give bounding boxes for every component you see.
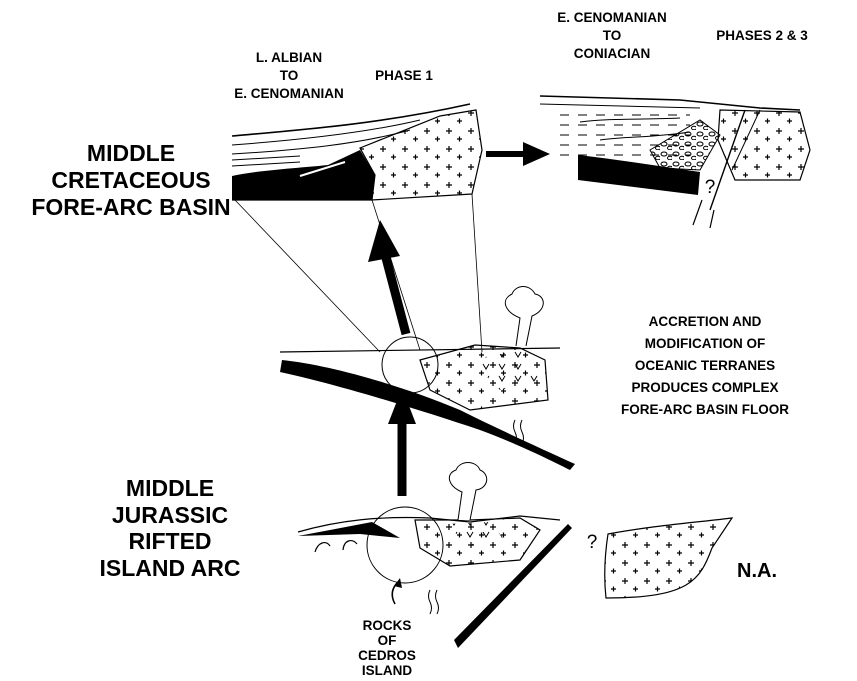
- phase1-label: PHASE 1: [375, 68, 433, 83]
- lower-left-label-line3: RIFTED: [128, 528, 211, 554]
- cedros-label: ROCKS OF CEDROS ISLAND: [358, 618, 416, 678]
- accretion-note-line5: FORE-ARC BASIN FLOOR: [621, 402, 789, 417]
- phase23-label: PHASES 2 & 3: [716, 28, 808, 43]
- upper-left-label-line2: CRETACEOUS: [51, 167, 210, 193]
- phase23-age-line3: CONIACIAN: [574, 46, 651, 61]
- phase1-age-line1: L. ALBIAN: [256, 50, 322, 65]
- accretion-note-line2: MODIFICATION OF: [645, 336, 766, 351]
- lower-left-label-line1: MIDDLE: [126, 475, 214, 501]
- phase1-age-line3: E. CENOMANIAN: [234, 86, 344, 101]
- phase23-fault-question-mark: ?: [705, 177, 716, 198]
- arrow-phase1-to-phase23: [486, 142, 550, 166]
- accretion-note: ACCRETION AND MODIFICATION OF OCEANIC TE…: [621, 314, 789, 417]
- lower-left-label-line4: ISLAND ARC: [100, 555, 241, 581]
- phase1-age-line2: TO: [280, 68, 299, 83]
- north-america-label: N.A.: [737, 560, 777, 582]
- phase23-age-label: E. CENOMANIAN TO CONIACIAN PHASES 2 & 3: [557, 10, 808, 61]
- accretion-note-line4: PRODUCES COMPLEX: [631, 380, 778, 395]
- upper-left-label-line3: FORE-ARC BASIN: [31, 194, 230, 220]
- phase23-section: [540, 96, 810, 228]
- accretion-note-line3: OCEANIC TERRANES: [635, 358, 775, 373]
- phase23-age-line1: E. CENOMANIAN: [557, 10, 667, 25]
- upper-left-label-line1: MIDDLE: [87, 140, 175, 166]
- jurassic-gap-question-mark: ?: [587, 532, 598, 553]
- arrow-middle-to-upper: [368, 220, 406, 334]
- cedros-label-line3: CEDROS: [358, 648, 416, 663]
- phase1-age-label: L. ALBIAN TO E. CENOMANIAN PHASE 1: [234, 50, 433, 101]
- lower-left-label: MIDDLE JURASSIC RIFTED ISLAND ARC: [100, 475, 241, 581]
- upper-left-label: MIDDLE CRETACEOUS FORE-ARC BASIN: [31, 140, 230, 220]
- phase1-section: [232, 104, 482, 200]
- cedros-label-line4: ISLAND: [362, 663, 413, 678]
- cedros-label-line1: ROCKS: [363, 618, 412, 633]
- accretion-note-line1: ACCRETION AND: [649, 314, 762, 329]
- cedros-label-line2: OF: [378, 633, 397, 648]
- phase23-age-line2: TO: [603, 28, 622, 43]
- lower-left-label-line2: JURASSIC: [112, 502, 228, 528]
